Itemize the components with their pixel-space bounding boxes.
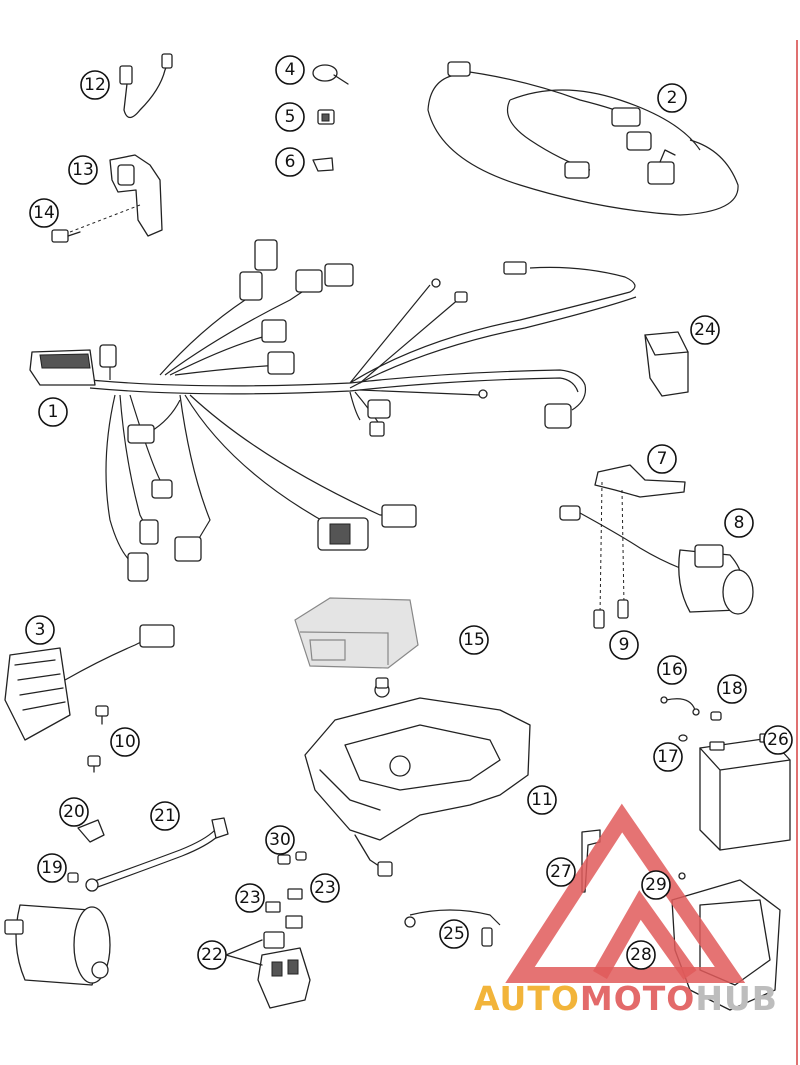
fuse-box — [257, 851, 311, 1009]
svg-text:6: 6 — [285, 152, 296, 172]
svg-text:2: 2 — [667, 88, 678, 108]
svg-text:11: 11 — [531, 790, 553, 810]
secondary-harness — [427, 61, 739, 216]
callout-30: 30 — [265, 825, 295, 855]
relay-24 — [644, 331, 689, 397]
svg-text:29: 29 — [645, 875, 667, 895]
svg-text:22: 22 — [201, 945, 223, 965]
ecu-unit — [294, 597, 419, 698]
callout-17: 17 — [653, 742, 683, 772]
small-clips — [312, 64, 349, 172]
ground-bracket-assembly — [51, 53, 173, 243]
svg-text:24: 24 — [694, 320, 716, 340]
callout-29: 29 — [641, 870, 671, 900]
callout-9: 9 — [609, 630, 639, 660]
callout-7: 7 — [647, 444, 677, 474]
svg-text:5: 5 — [285, 107, 296, 127]
callout-4: 4 — [275, 55, 305, 85]
battery-tray — [304, 697, 531, 877]
callout-19: 19 — [37, 853, 67, 883]
callout-22: 22 — [197, 940, 227, 970]
watermark-text: AUTOMOTOHUB — [474, 979, 778, 1018]
callout-23-right: 23 — [310, 873, 340, 903]
battery-cable-small — [660, 696, 722, 742]
svg-text:13: 13 — [72, 160, 94, 180]
svg-text:1: 1 — [48, 402, 59, 422]
bracket-and-motor — [559, 464, 754, 629]
svg-text:3: 3 — [35, 620, 46, 640]
watermark-logo-triangle — [505, 803, 746, 983]
starter-cable — [67, 817, 229, 892]
callout-10: 10 — [110, 727, 140, 757]
callout-6: 6 — [275, 147, 305, 177]
svg-text:26: 26 — [767, 730, 789, 750]
main-wiring-harness — [29, 239, 637, 582]
callout-1: 1 — [38, 397, 68, 427]
callout-20: 20 — [59, 797, 89, 827]
svg-text:18: 18 — [721, 679, 743, 699]
svg-text:21: 21 — [154, 806, 176, 826]
svg-text:4: 4 — [285, 60, 296, 80]
svg-text:17: 17 — [657, 747, 679, 767]
svg-text:27: 27 — [550, 862, 572, 882]
callout-5: 5 — [275, 102, 305, 132]
voltage-regulator — [4, 624, 175, 773]
callout-24: 24 — [690, 315, 720, 345]
callout-2: 2 — [657, 83, 687, 113]
svg-text:8: 8 — [734, 513, 745, 533]
svg-text:16: 16 — [661, 660, 683, 680]
svg-text:12: 12 — [84, 75, 106, 95]
svg-text:10: 10 — [114, 732, 136, 752]
callout-18: 18 — [717, 674, 747, 704]
svg-text:30: 30 — [269, 830, 291, 850]
callout-16: 16 — [657, 655, 687, 685]
svg-text:7: 7 — [657, 449, 668, 469]
svg-text:19: 19 — [41, 858, 63, 878]
callout-3: 3 — [25, 615, 55, 645]
callout-14: 14 — [29, 198, 59, 228]
callout-8: 8 — [724, 508, 754, 538]
callout-15: 15 — [459, 625, 489, 655]
ground-cable-25 — [404, 909, 501, 947]
callout-11: 11 — [527, 785, 557, 815]
callout-27: 27 — [546, 857, 576, 887]
watermark-auto: AUTO — [474, 979, 580, 1018]
svg-text:25: 25 — [443, 924, 465, 944]
svg-text:20: 20 — [63, 802, 85, 822]
callout-23-left: 23 — [235, 883, 265, 913]
svg-text:23: 23 — [239, 888, 261, 908]
callout-12: 12 — [80, 70, 110, 100]
callout-21: 21 — [150, 801, 180, 831]
svg-text:15: 15 — [463, 630, 485, 650]
callout-25: 25 — [439, 919, 469, 949]
svg-text:14: 14 — [33, 203, 55, 223]
callout-28: 28 — [626, 940, 656, 970]
starter-motor — [4, 904, 111, 986]
watermark-moto: MOTO — [580, 979, 695, 1018]
watermark-hub: HUB — [695, 979, 778, 1018]
callout-13: 13 — [68, 155, 98, 185]
callout-26: 26 — [763, 725, 793, 755]
callout-22-leader-b — [225, 954, 263, 966]
svg-text:23: 23 — [314, 878, 336, 898]
svg-text:28: 28 — [630, 945, 652, 965]
svg-text:9: 9 — [619, 635, 630, 655]
callout-22-leader-a — [225, 939, 263, 956]
